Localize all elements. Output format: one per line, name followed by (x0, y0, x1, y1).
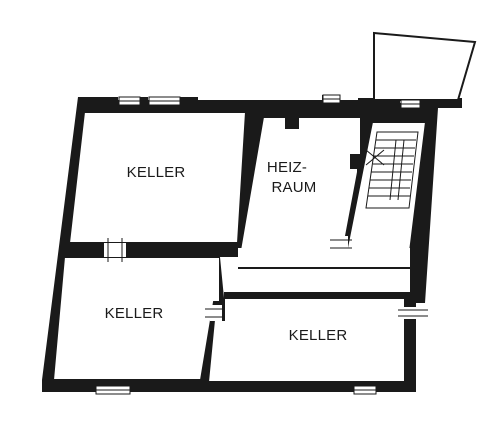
room-keller-top-left (67, 111, 248, 244)
label-keller-top-left: KELLER (127, 164, 186, 181)
room-keller-bottom-right (206, 297, 406, 383)
window-top-left (118, 96, 141, 106)
door-keller-left-between (104, 238, 126, 262)
door-keller-bottom-right (398, 307, 428, 319)
corridor (220, 248, 410, 298)
window-bottom-right (353, 385, 377, 395)
staircase (365, 131, 419, 209)
window-top-stair (400, 99, 421, 109)
label-keller-bottom-left: KELLER (105, 305, 164, 322)
label-heizraum-line2: RAUM (272, 179, 317, 196)
door-stairwell (330, 236, 352, 252)
exterior-light-well (373, 31, 477, 101)
label-keller-bottom-right: KELLER (289, 327, 348, 344)
label-heizraum-line1: HEIZ- (267, 159, 307, 176)
door-keller-bottom-left (205, 305, 225, 321)
window-top-heiz (322, 94, 341, 104)
window-bottom-left (95, 385, 131, 395)
window-top-middle (148, 96, 181, 106)
